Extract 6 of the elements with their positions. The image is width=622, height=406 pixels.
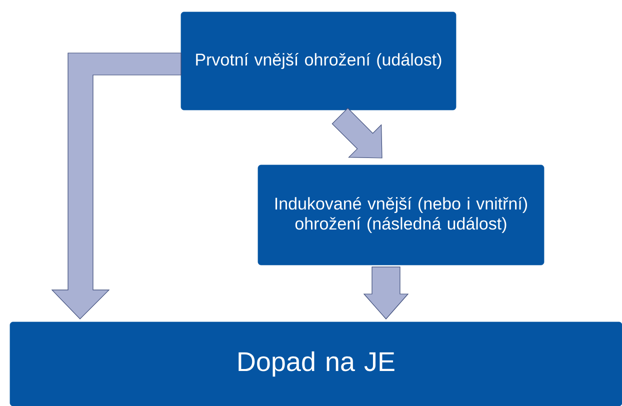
process-box: Dopad na JE	[10, 322, 622, 406]
block-arrow	[363, 266, 409, 320]
block-arrow	[51, 52, 182, 320]
process-box: Indukované vnější (nebo i vnitřní) ohrožení (následná událost)	[258, 164, 544, 266]
block-arrow	[332, 108, 382, 158]
process-box: Prvotní vnější ohrožení (událost)	[180, 12, 456, 110]
